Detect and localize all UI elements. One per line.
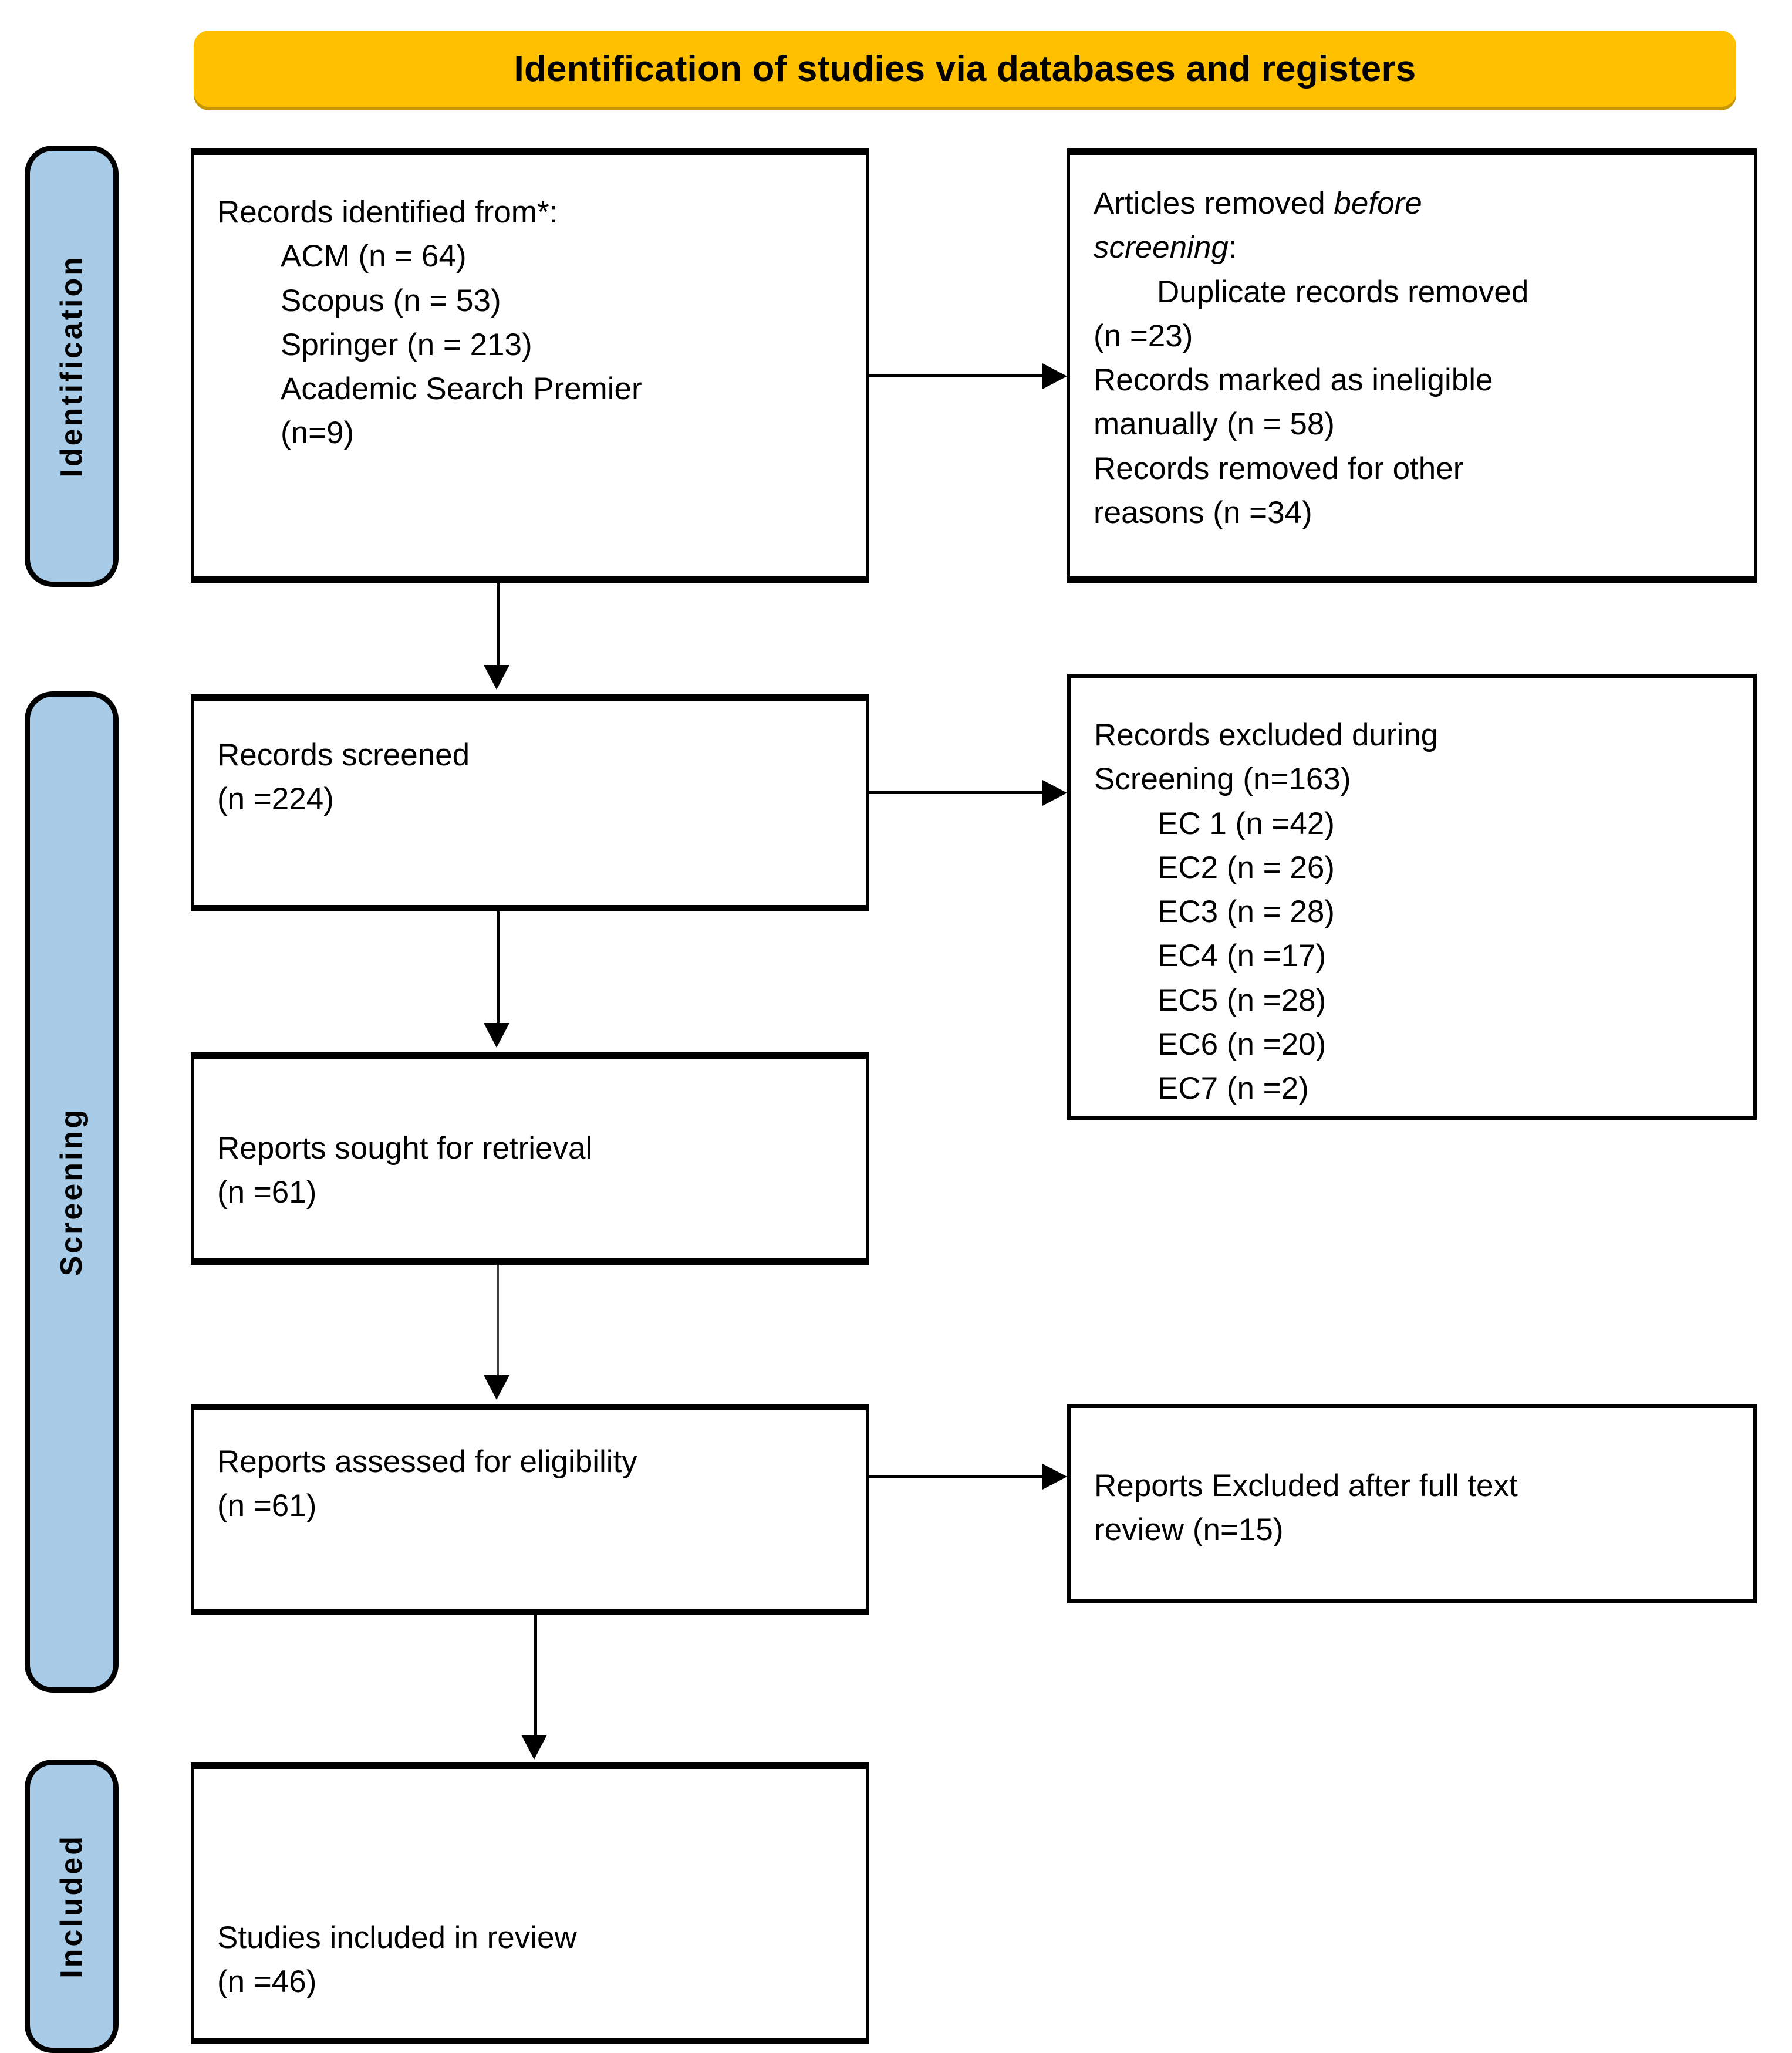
stage-label-identification: Identification: [55, 255, 89, 478]
box-reports-excluded-after-full-text: Reports Excluded after full text review …: [1067, 1404, 1757, 1603]
box-reports-sought-for-retrieval: Reports sought for retrieval (n =61): [191, 1052, 869, 1265]
records-excluded-item: EC4 (n =17): [1157, 938, 1327, 974]
records-excluded-item: EC 1 (n =42): [1157, 806, 1335, 841]
connector-screened-to-excluded-line: [869, 791, 1045, 794]
box-records-screened-body: Records screened (n =224): [194, 733, 866, 822]
studies-included-heading: Studies included in review: [217, 1920, 577, 1955]
articles-removed-item: Duplicate records removed: [1157, 274, 1529, 309]
articles-removed-item: manually (n = 58): [1094, 407, 1335, 442]
connector-identified-to-removed-line: [869, 374, 1045, 377]
box-reports-excluded-fulltext-body: Reports Excluded after full text review …: [1071, 1464, 1753, 1552]
records-excluded-item: EC3 (n = 28): [1157, 894, 1335, 929]
box-reports-sought-body: Reports sought for retrieval (n =61): [194, 1126, 866, 1215]
articles-removed-item: reasons (n =34): [1094, 495, 1312, 530]
box-records-screened: Records screened (n =224): [191, 694, 869, 911]
box-studies-included-body: Studies included in review (n =46): [194, 1916, 866, 2004]
arrow-right-icon: [1042, 363, 1067, 389]
records-excluded-item: EC7 (n =2): [1157, 1071, 1309, 1106]
articles-removed-heading-pre: Articles removed: [1094, 186, 1334, 221]
records-identified-item: Academic Search Premier: [281, 372, 642, 406]
records-excluded-item: EC2 (n = 26): [1157, 850, 1335, 885]
reports-assessed-count: (n =61): [217, 1488, 317, 1524]
records-identified-item: (n=9): [281, 416, 355, 451]
articles-removed-item: Records removed for other: [1094, 451, 1464, 486]
box-articles-removed-before-screening: Articles removed before screening: Dupli…: [1067, 148, 1757, 583]
records-identified-item: Springer (n = 213): [281, 327, 532, 362]
arrow-right-icon: [1042, 780, 1067, 806]
box-records-excluded-during-screening: Records excluded during Screening (n=163…: [1067, 674, 1757, 1120]
box-records-identified: Records identified from*: ACM (n = 64) S…: [191, 148, 869, 583]
articles-removed-item: Records marked as ineligible: [1094, 363, 1493, 397]
box-studies-included-in-review: Studies included in review (n =46): [191, 1762, 869, 2044]
box-records-identified-body: Records identified from*: ACM (n = 64) S…: [194, 190, 866, 455]
box-articles-removed-body: Articles removed before screening: Dupli…: [1070, 181, 1754, 535]
records-excluded-item: EC6 (n =20): [1157, 1026, 1327, 1062]
records-excluded-heading-line2: Screening (n=163): [1094, 762, 1351, 797]
stage-ribbon-included: Included: [25, 1760, 119, 2053]
arrow-down-icon: [484, 1375, 509, 1400]
arrow-down-icon: [521, 1735, 547, 1760]
banner-title: Identification of studies via databases …: [514, 48, 1416, 89]
articles-removed-heading-line1: Articles removed before: [1094, 181, 1730, 225]
box-records-excluded-body: Records excluded during Screening (n=163…: [1071, 713, 1753, 1110]
connector-screened-to-sought-line: [497, 911, 500, 1028]
connector-sought-to-assessed-line: [497, 1265, 499, 1380]
records-excluded-heading-line1: Records excluded during: [1094, 718, 1439, 752]
studies-included-count: (n =46): [217, 1964, 317, 2000]
records-screened-heading: Records screened: [217, 738, 470, 772]
box-reports-assessed-body: Reports assessed for eligibility (n =61): [194, 1440, 866, 1528]
records-screened-count: (n =224): [217, 782, 334, 817]
articles-removed-heading-post: :: [1228, 230, 1237, 265]
arrow-down-icon: [484, 1023, 509, 1048]
reports-excluded-fulltext-line1: Reports Excluded after full text: [1094, 1468, 1518, 1503]
reports-sought-heading: Reports sought for retrieval: [217, 1131, 593, 1166]
connector-assessed-to-excluded-fulltext-line: [869, 1475, 1045, 1478]
articles-removed-heading-italic-screening: screening: [1094, 230, 1229, 265]
records-identified-item: Scopus (n = 53): [281, 283, 501, 318]
stage-label-screening: Screening: [55, 1107, 89, 1277]
reports-assessed-heading: Reports assessed for eligibility: [217, 1444, 637, 1479]
banner-identification-header: Identification of studies via databases …: [194, 31, 1736, 107]
arrow-right-icon: [1042, 1464, 1067, 1490]
box-reports-assessed-for-eligibility: Reports assessed for eligibility (n =61): [191, 1404, 869, 1615]
stage-ribbon-identification: Identification: [25, 146, 119, 587]
records-identified-heading: Records identified from*:: [217, 195, 558, 229]
reports-sought-count: (n =61): [217, 1175, 317, 1210]
arrow-down-icon: [484, 665, 509, 690]
reports-excluded-fulltext-line2: review (n=15): [1094, 1512, 1284, 1548]
articles-removed-item: (n =23): [1094, 318, 1193, 353]
records-excluded-item: EC5 (n =28): [1157, 982, 1327, 1018]
stage-ribbon-screening: Screening: [25, 691, 119, 1693]
articles-removed-heading-italic-before: before: [1334, 186, 1422, 221]
stage-label-included: Included: [55, 1834, 89, 1978]
connector-assessed-to-included-line: [534, 1615, 537, 1740]
articles-removed-heading-line2: screening:: [1094, 225, 1730, 269]
records-identified-item: ACM (n = 64): [281, 239, 467, 274]
connector-identified-to-screened-line: [497, 583, 500, 670]
